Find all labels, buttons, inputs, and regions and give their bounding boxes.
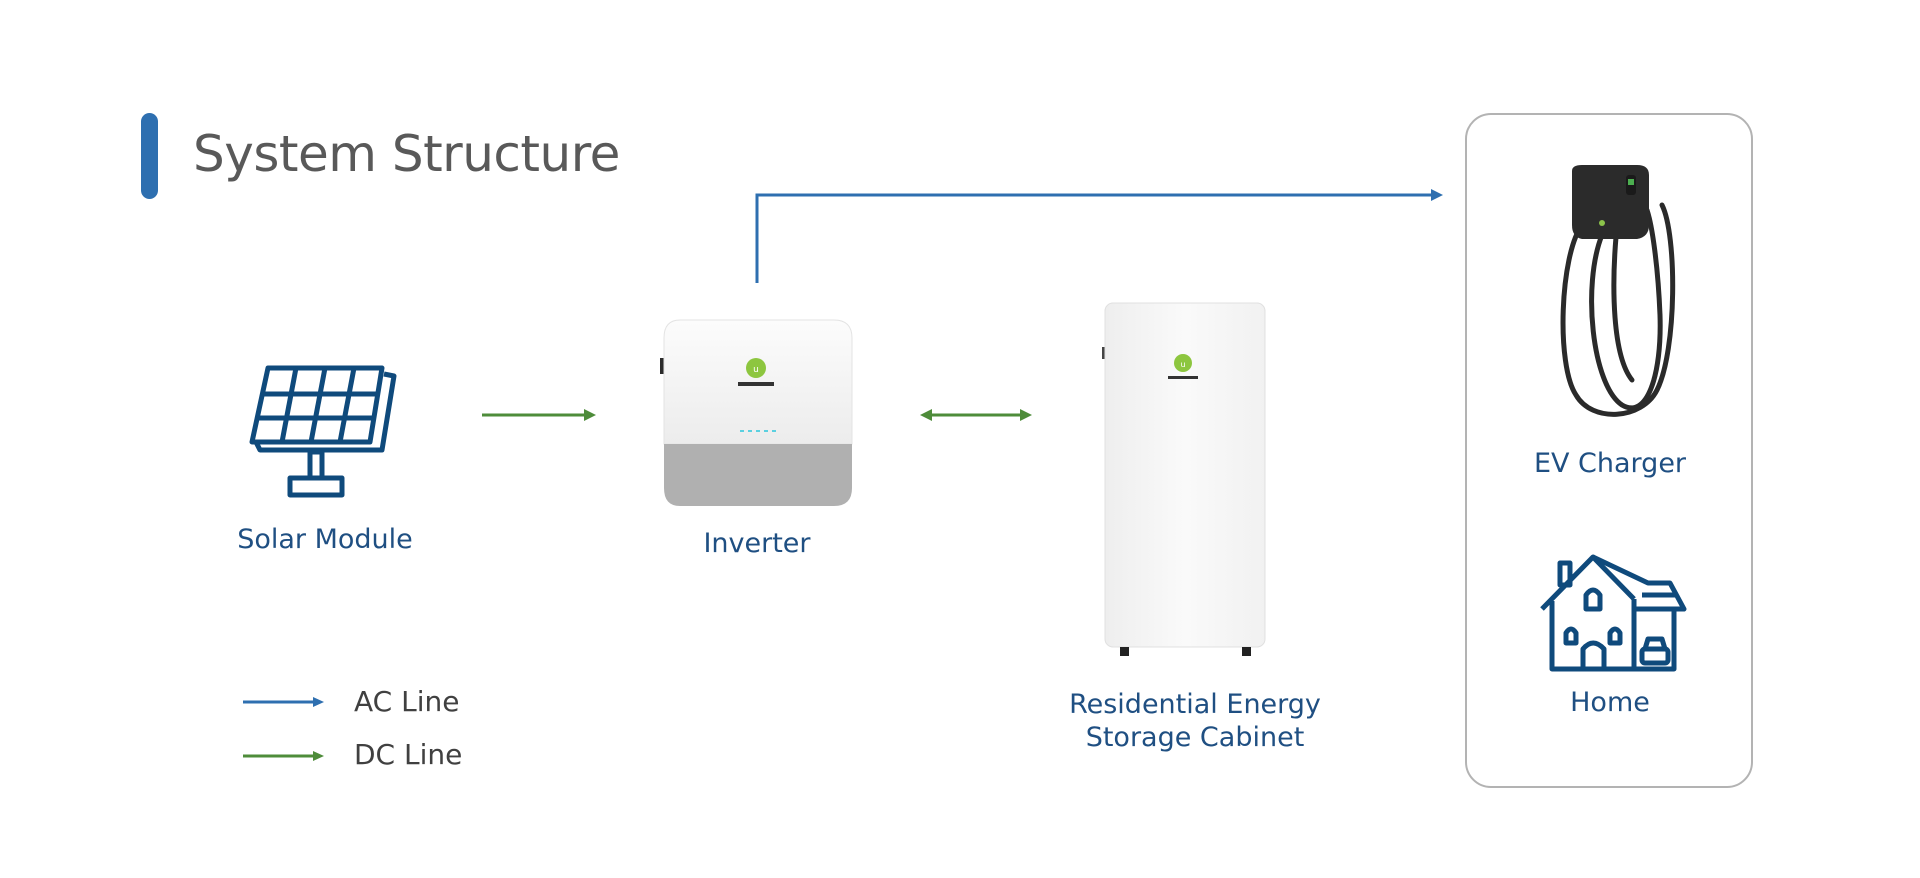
legend-dc-line-swatch <box>243 751 324 761</box>
solar-panel-icon <box>249 365 397 498</box>
legend-ac-line-swatch <box>243 697 324 707</box>
dc-arrow-solar-inverter <box>482 409 596 421</box>
ev-charger-image <box>1560 165 1676 417</box>
inverter-device-image: u <box>660 319 853 506</box>
inverter-label: Inverter <box>703 528 811 559</box>
title-accent-bar <box>141 113 158 199</box>
legend-ac-label: AC Line <box>354 685 460 718</box>
ev-charger-label: EV Charger <box>1533 448 1687 479</box>
storage-cabinet-image: u <box>1102 302 1266 656</box>
storage-label-line1: Residential Energy <box>1069 689 1321 720</box>
storage-label-line2: Storage Cabinet <box>1085 722 1305 753</box>
legend-dc-label: DC Line <box>354 738 463 771</box>
home-label: Home <box>1570 687 1650 718</box>
dc-arrow-inverter-storage <box>920 409 1032 421</box>
home-icon <box>1540 554 1687 672</box>
storage-cabinet-label: Residential Energy Storage Cabinet <box>1045 688 1345 754</box>
ac-line-inverter-to-loads <box>755 189 1443 283</box>
loads-panel <box>1465 113 1753 788</box>
svg-text:u: u <box>1180 360 1185 369</box>
page-title: System Structure <box>193 125 620 183</box>
svg-text:u: u <box>753 365 759 375</box>
solar-module-label: Solar Module <box>237 524 413 555</box>
